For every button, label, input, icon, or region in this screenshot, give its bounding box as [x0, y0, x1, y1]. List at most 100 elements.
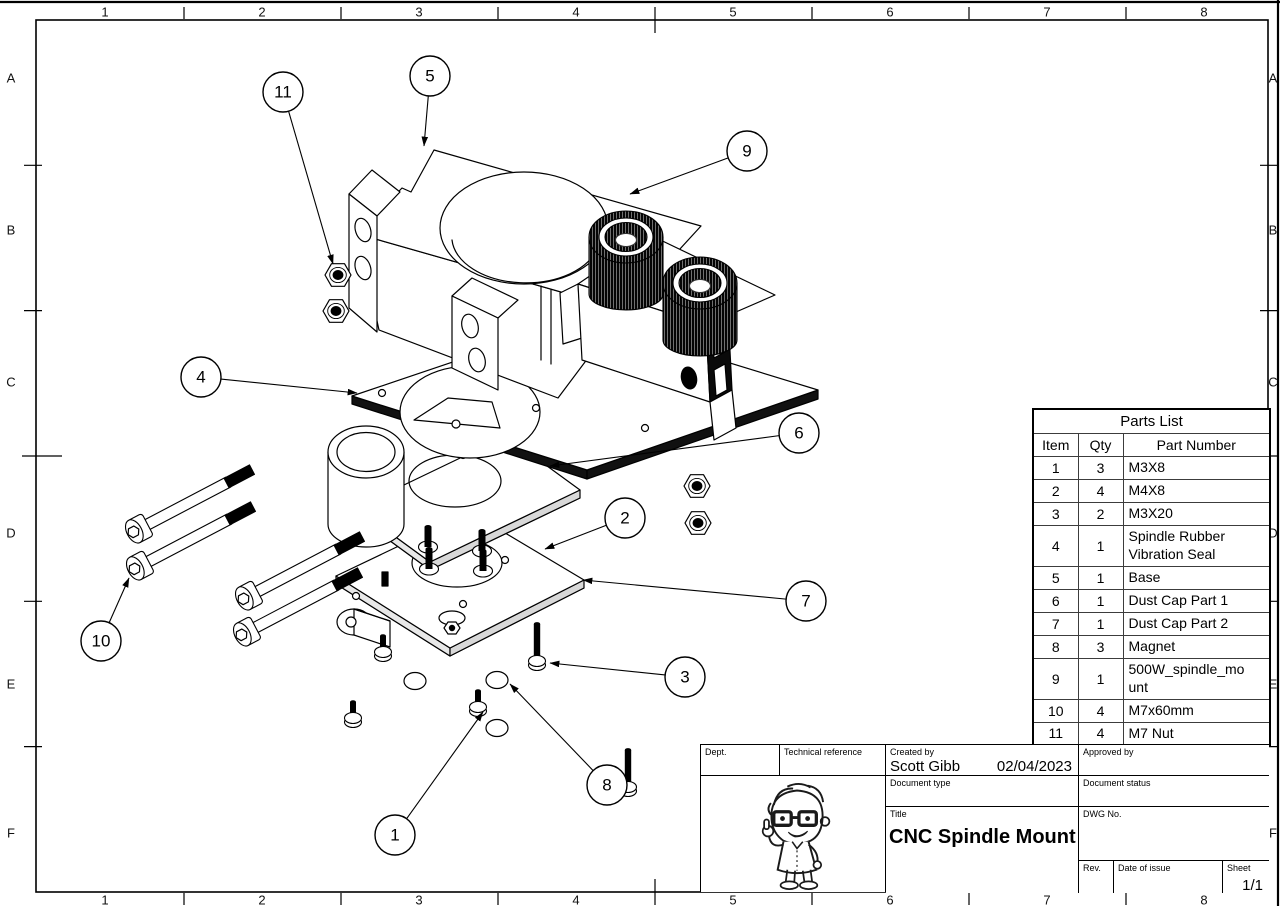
zone-row-label: C [1268, 375, 1277, 390]
zone-column-label: 7 [1043, 5, 1050, 20]
knurled-cylinders [588, 210, 738, 357]
part-qty: 4 [1077, 721, 1124, 746]
balloon-leader [220, 378, 358, 396]
balloon-2: 2 [544, 497, 646, 550]
part-item: 5 [1032, 565, 1079, 590]
part-number: 500W_spindle_mo unt [1122, 657, 1271, 700]
part-qty: 1 [1077, 524, 1124, 567]
balloon-1: 1 [374, 711, 484, 856]
part-item: 6 [1032, 588, 1079, 613]
zone-column-label: 1 [101, 893, 108, 906]
balloon-number: 4 [196, 368, 205, 387]
zone-column-label: 5 [729, 893, 736, 906]
part-number: M3X8 [1122, 455, 1271, 480]
col-header-part-number: Part Number [1122, 432, 1271, 457]
balloon-circle [409, 55, 451, 97]
zone-row-label: A [1269, 71, 1278, 86]
zone-column-label: 8 [1200, 5, 1207, 20]
part-number: Dust Cap Part 1 [1122, 588, 1271, 613]
balloon-circle [604, 497, 646, 539]
zone-column-label: 1 [101, 5, 108, 20]
created-by-cell: Created by Scott Gibb 02/04/2023 [886, 745, 1079, 776]
balloon-number: 5 [425, 67, 434, 86]
zone-row-label: E [1269, 677, 1278, 692]
approved-by-label: Approved by [1083, 747, 1134, 757]
part-qty: 3 [1077, 634, 1124, 659]
balloon-circle [726, 130, 768, 172]
balloon-circle [80, 620, 122, 662]
sheet-label: Sheet [1227, 863, 1251, 873]
balloon-number: 3 [680, 668, 689, 687]
part-number: M3X20 [1122, 501, 1271, 526]
document-type-cell: Document type [886, 776, 1079, 807]
zone-column-label: 4 [572, 893, 579, 906]
zone-row-label: B [7, 223, 16, 238]
part-number: Magnet [1122, 634, 1271, 659]
part-item: 10 [1032, 698, 1079, 723]
balloon-leader [288, 111, 334, 265]
created-by-label: Created by [890, 747, 935, 757]
logo-cell [701, 776, 886, 892]
parts-list-title: Parts List [1032, 408, 1271, 434]
part-item: 8 [1032, 634, 1079, 659]
date-of-issue-label: Date of issue [1118, 863, 1171, 873]
col-header-item: Item [1032, 432, 1079, 457]
zone-row-label: D [6, 526, 15, 541]
zone-row-label: F [1269, 826, 1277, 841]
balloon-8: 8 [509, 683, 628, 806]
created-by-value: Scott Gibb [890, 758, 961, 775]
part-qty: 1 [1077, 657, 1124, 700]
created-date: 02/04/2023 [996, 758, 1072, 775]
col-header-qty: Qty [1077, 432, 1124, 457]
part-item: 9 [1032, 657, 1079, 700]
document-status-label: Document status [1083, 778, 1151, 788]
part-qty: 3 [1077, 455, 1124, 480]
balloon-4: 4 [180, 356, 358, 398]
part-base-clamp [348, 149, 702, 399]
part-number: Spindle Rubber Vibration Seal [1122, 524, 1271, 567]
zone-column-label: 3 [415, 5, 422, 20]
technical-reference-cell: Technical reference [780, 745, 886, 776]
dept-cell: Dept. [701, 745, 780, 776]
zone-row-label: F [7, 826, 15, 841]
part-qty: 4 [1077, 698, 1124, 723]
balloon-number: 9 [742, 142, 751, 161]
balloon-number: 10 [92, 632, 111, 651]
balloon-leader [421, 95, 429, 147]
approved-by-cell: Approved by [1079, 745, 1269, 776]
balloon-leader [549, 660, 666, 676]
part-qty: 2 [1077, 501, 1124, 526]
part-qty: 1 [1077, 588, 1124, 613]
part-number: M7x60mm [1122, 698, 1271, 723]
zone-row-label: D [1268, 526, 1277, 541]
balloon-number: 1 [390, 826, 399, 845]
part-number: Dust Cap Part 2 [1122, 611, 1271, 636]
balloon-9: 9 [629, 130, 768, 195]
rev-label: Rev. [1083, 863, 1101, 873]
part-item: 4 [1032, 524, 1079, 567]
part-qty: 4 [1077, 478, 1124, 503]
balloon-leader [108, 577, 130, 623]
balloon-5: 5 [409, 55, 451, 147]
zone-column-label: 6 [886, 5, 893, 20]
balloon-leader [549, 435, 780, 469]
zone-column-label: 6 [886, 893, 893, 906]
part-item: 2 [1032, 478, 1079, 503]
part-item: 1 [1032, 455, 1079, 480]
part-number: Base [1122, 565, 1271, 590]
balloon-circle [180, 356, 222, 398]
balloon-circle [778, 412, 820, 454]
balloon-number: 6 [794, 424, 803, 443]
zone-row-label: B [1269, 223, 1278, 238]
balloon-circle [262, 71, 304, 113]
date-of-issue-cell: Date of issue [1114, 861, 1223, 893]
